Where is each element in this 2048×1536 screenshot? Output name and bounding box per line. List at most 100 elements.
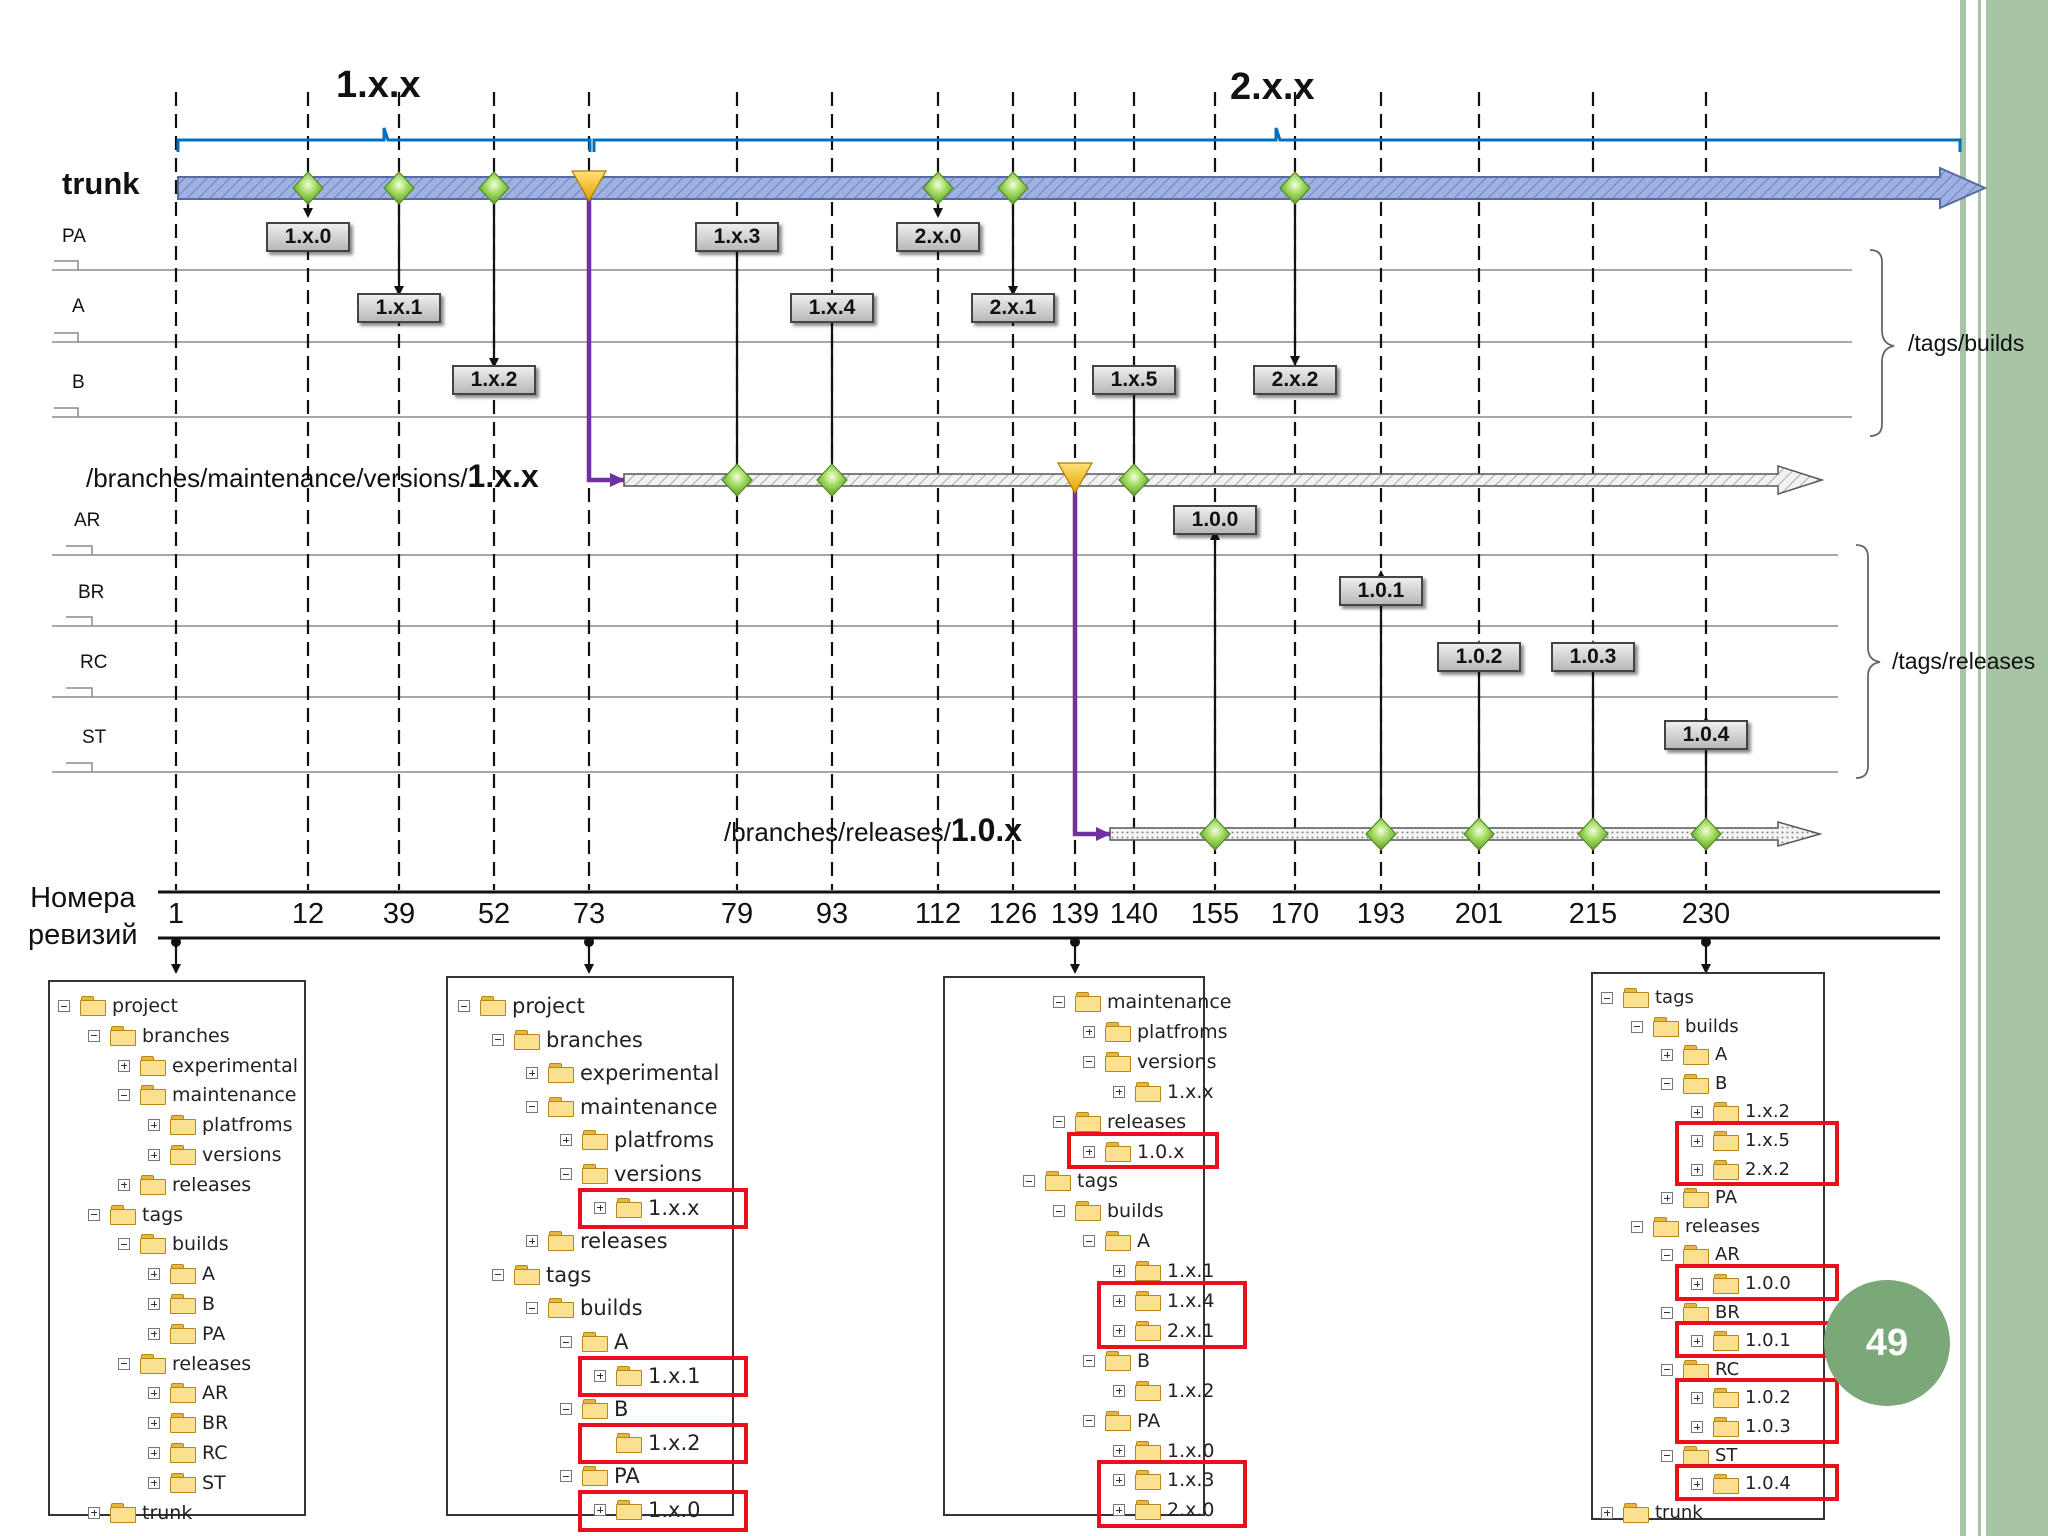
collapse-toggle-icon[interactable] (1661, 1249, 1673, 1262)
tree-row[interactable]: builds (945, 1197, 1207, 1225)
collapse-toggle-icon[interactable] (118, 1357, 130, 1370)
collapse-toggle-icon[interactable] (1053, 1205, 1065, 1218)
expand-toggle-icon[interactable] (1113, 1504, 1125, 1517)
expand-toggle-icon[interactable] (148, 1476, 160, 1489)
tree-row[interactable]: 2.x.1 (945, 1317, 1215, 1345)
collapse-toggle-icon[interactable] (1053, 996, 1065, 1008)
collapse-toggle-icon[interactable] (560, 1336, 572, 1348)
expand-toggle-icon[interactable] (1691, 1163, 1703, 1176)
tree-row[interactable]: BR (50, 1409, 308, 1437)
tree-row[interactable]: 1.x.1 (945, 1257, 1215, 1285)
collapse-toggle-icon[interactable] (1053, 1115, 1065, 1128)
tree-row[interactable]: 1.x.2 (945, 1377, 1215, 1405)
expand-toggle-icon[interactable] (1083, 1145, 1095, 1158)
collapse-toggle-icon[interactable] (1083, 1414, 1095, 1427)
expand-toggle-icon[interactable] (1661, 1049, 1673, 1062)
expand-toggle-icon[interactable] (1113, 1474, 1125, 1487)
tree-row[interactable]: 2.x.2 (1593, 1156, 1827, 1184)
tree-row[interactable]: BR (1593, 1299, 1827, 1327)
tree-row[interactable]: tags (50, 1201, 308, 1229)
tree-row[interactable]: branches (448, 1026, 736, 1054)
expand-toggle-icon[interactable] (118, 1178, 130, 1191)
expand-toggle-icon[interactable] (118, 1059, 130, 1072)
tree-row[interactable]: maintenance (50, 1081, 308, 1109)
collapse-toggle-icon[interactable] (526, 1100, 538, 1113)
tree-row[interactable]: 1.0.x (945, 1138, 1207, 1166)
tree-row[interactable]: 1.x.2 (448, 1429, 736, 1457)
expand-toggle-icon[interactable] (1113, 1324, 1125, 1337)
expand-toggle-icon[interactable] (148, 1149, 160, 1161)
tree-row[interactable]: ST (50, 1469, 308, 1497)
tree-row[interactable]: versions (50, 1141, 308, 1169)
tree-row[interactable]: trunk (50, 1499, 308, 1527)
tree-row[interactable]: 1.x.2 (1593, 1098, 1827, 1126)
tree-row[interactable]: platfroms (945, 1018, 1228, 1046)
collapse-toggle-icon[interactable] (1083, 1055, 1095, 1068)
collapse-toggle-icon[interactable] (526, 1302, 538, 1315)
collapse-toggle-icon[interactable] (560, 1168, 572, 1180)
expand-toggle-icon[interactable] (148, 1387, 160, 1400)
tree-row[interactable]: PA (1593, 1184, 1827, 1212)
collapse-toggle-icon[interactable] (118, 1238, 130, 1251)
tree-row[interactable]: experimental (50, 1052, 308, 1080)
expand-toggle-icon[interactable] (148, 1447, 160, 1459)
tree-row[interactable]: 1.x.4 (945, 1287, 1215, 1315)
collapse-toggle-icon[interactable] (492, 1268, 504, 1281)
collapse-toggle-icon[interactable] (560, 1470, 572, 1483)
expand-toggle-icon[interactable] (1691, 1421, 1703, 1433)
collapse-toggle-icon[interactable] (118, 1089, 130, 1102)
tree-row[interactable]: B (448, 1395, 736, 1423)
expand-toggle-icon[interactable] (1691, 1335, 1703, 1348)
tree-row[interactable]: 1.x.3 (945, 1466, 1215, 1494)
collapse-toggle-icon[interactable] (1601, 992, 1613, 1004)
tree-row[interactable]: releases (448, 1227, 736, 1255)
tree-row[interactable]: 1.x.0 (945, 1437, 1215, 1465)
collapse-toggle-icon[interactable] (1661, 1306, 1673, 1319)
tree-row[interactable]: 2.x.0 (945, 1496, 1215, 1524)
tree-row[interactable]: platfroms (50, 1111, 308, 1139)
collapse-toggle-icon[interactable] (1083, 1354, 1095, 1367)
tree-row[interactable]: 1.x.1 (448, 1362, 736, 1390)
expand-toggle-icon[interactable] (1691, 1392, 1703, 1405)
tree-row[interactable]: A (945, 1227, 1207, 1255)
tree-row[interactable]: 1.x.0 (448, 1496, 736, 1524)
tree-row[interactable]: tags (945, 1167, 1207, 1195)
tree-row[interactable]: tags (448, 1261, 736, 1289)
expand-toggle-icon[interactable] (526, 1235, 538, 1248)
collapse-toggle-icon[interactable] (1661, 1363, 1673, 1376)
tree-row[interactable]: platfroms (448, 1126, 736, 1154)
tree-row[interactable]: branches (50, 1022, 308, 1050)
tree-row[interactable]: builds (448, 1294, 736, 1322)
tree-row[interactable]: experimental (448, 1059, 736, 1087)
tree-row[interactable]: A (50, 1260, 308, 1288)
expand-toggle-icon[interactable] (526, 1067, 538, 1080)
expand-toggle-icon[interactable] (1113, 1085, 1125, 1098)
expand-toggle-icon[interactable] (1691, 1106, 1703, 1119)
tree-row[interactable]: ST (1593, 1442, 1827, 1470)
tree-row[interactable]: maintenance (448, 1093, 736, 1121)
tree-row[interactable]: 1.0.3 (1593, 1413, 1827, 1441)
collapse-toggle-icon[interactable] (1631, 1020, 1643, 1033)
tree-row[interactable]: versions (945, 1048, 1217, 1076)
expand-toggle-icon[interactable] (594, 1369, 606, 1382)
tree-row[interactable]: releases (945, 1108, 1207, 1136)
expand-toggle-icon[interactable] (1113, 1384, 1125, 1397)
expand-toggle-icon[interactable] (148, 1268, 160, 1281)
collapse-toggle-icon[interactable] (88, 1029, 100, 1042)
tree-row[interactable]: 1.0.4 (1593, 1470, 1827, 1498)
collapse-toggle-icon[interactable] (1023, 1175, 1035, 1188)
tree-row[interactable]: builds (1593, 1013, 1827, 1041)
tree-row[interactable]: A (448, 1328, 736, 1356)
expand-toggle-icon[interactable] (148, 1298, 160, 1310)
tree-row[interactable]: releases (50, 1350, 308, 1378)
collapse-toggle-icon[interactable] (58, 1000, 70, 1012)
tree-row[interactable]: builds (50, 1230, 308, 1258)
tree-row[interactable]: B (1593, 1070, 1827, 1098)
collapse-toggle-icon[interactable] (492, 1033, 504, 1046)
tree-row[interactable]: versions (448, 1160, 736, 1188)
expand-toggle-icon[interactable] (1113, 1444, 1125, 1457)
expand-toggle-icon[interactable] (560, 1134, 572, 1147)
tree-row[interactable]: 1.0.2 (1593, 1384, 1827, 1412)
collapse-toggle-icon[interactable] (1661, 1449, 1673, 1462)
tree-row[interactable]: releases (50, 1171, 308, 1199)
